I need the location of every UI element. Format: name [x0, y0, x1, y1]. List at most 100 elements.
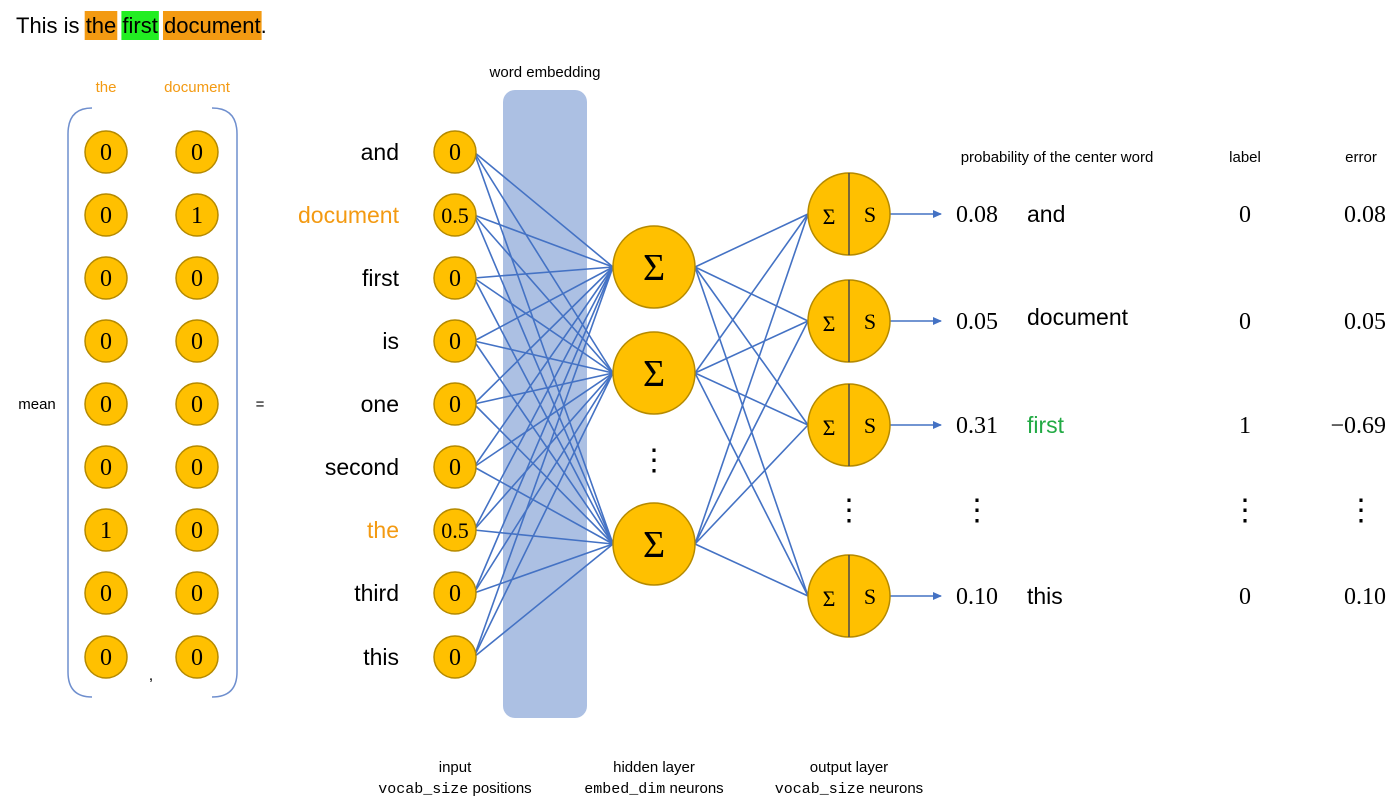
hidden-output-edge: [694, 213, 809, 268]
input-caption-line1: input: [439, 759, 472, 776]
matrix-cell: [175, 130, 219, 174]
output-error: −0.69: [1330, 413, 1386, 439]
output-caption: output layer vocab_size neurons: [775, 759, 923, 798]
vocab-word: this: [363, 644, 399, 670]
matrix-left-bracket: [67, 107, 93, 698]
label-ellipsis: ⋮: [1230, 494, 1260, 527]
input-node-value: 0.5: [441, 518, 469, 543]
hidden-ellipsis: ⋮: [639, 444, 669, 477]
input-hidden-edge: [473, 277, 614, 545]
matrix-cell-value: 0: [191, 329, 203, 355]
matrix-cell-value: 0: [100, 203, 112, 229]
matrix-cell-value: 0: [100, 329, 112, 355]
hidden-output-edges: [694, 213, 809, 597]
hidden-node-symbol: Σ: [643, 524, 665, 566]
matrix-cell-value: 0: [100, 455, 112, 481]
matrix-cell: [84, 256, 128, 300]
hidden-output-edge: [694, 543, 809, 597]
output-error: 0.10: [1344, 584, 1386, 610]
output-node-sum: Σ: [823, 311, 836, 336]
input-hidden-edge: [473, 214, 614, 545]
input-hidden-edge: [473, 529, 614, 545]
sentence-part: document: [164, 13, 261, 38]
input-hidden-edge: [473, 266, 614, 468]
output-probability: 0.31: [956, 413, 998, 439]
matrix-cell: [84, 130, 128, 174]
matrix-cell-value: 1: [191, 203, 203, 229]
hidden-node: [612, 502, 696, 586]
mean-label: mean: [18, 396, 56, 413]
matrix-cell-value: 0: [191, 518, 203, 544]
matrix-right-bracket: [211, 107, 238, 698]
input-node-value: 0: [449, 645, 461, 671]
error-ellipsis: ⋮: [1346, 494, 1376, 527]
input-hidden-edge: [473, 151, 614, 268]
matrix-comma: ,: [149, 667, 153, 684]
hidden-node: [612, 225, 696, 309]
input-hidden-edge: [473, 543, 614, 658]
output-label: 0: [1239, 202, 1251, 228]
vocab-word: first: [362, 265, 400, 291]
vocab-word: the: [367, 517, 399, 543]
output-label: 0: [1239, 584, 1251, 610]
hidden-caption-line1: hidden layer: [613, 759, 695, 776]
hidden-node-symbol: Σ: [643, 247, 665, 289]
input-node: [433, 508, 477, 552]
matrix-cell: [175, 571, 219, 615]
output-ellipsis: ⋮: [834, 494, 864, 527]
matrix-cell: [84, 571, 128, 615]
output-word: first: [1027, 412, 1065, 438]
matrix-cell-value: 0: [191, 266, 203, 292]
output-word: this: [1027, 583, 1063, 609]
input-hidden-edge: [473, 340, 614, 545]
output-node-softmax: S: [864, 202, 876, 227]
hidden-output-edge: [694, 320, 809, 545]
sentence-part: .: [261, 13, 267, 38]
input-hidden-edge: [473, 372, 614, 405]
input-caption-rest: positions: [468, 780, 531, 797]
hidden-output-edge: [694, 424, 809, 545]
probability-header: probability of the center word: [961, 149, 1154, 166]
hidden-output-edge: [694, 372, 809, 426]
output-node-softmax: S: [864, 309, 876, 334]
input-hidden-edge: [473, 266, 614, 405]
input-node-value: 0: [449, 140, 461, 166]
equals-sign: =: [256, 396, 265, 413]
input-hidden-edge: [473, 214, 614, 268]
input-hidden-edge: [473, 372, 614, 594]
output-node-sum: Σ: [823, 204, 836, 229]
example-sentence: This is the first document.: [16, 11, 267, 40]
input-hidden-edge: [473, 266, 614, 658]
output-word: and: [1027, 201, 1065, 227]
output-arrows: [890, 210, 942, 600]
hidden-output-edge: [694, 266, 809, 426]
hidden-output-edge: [694, 213, 809, 545]
output-caption-code: vocab_size: [775, 781, 865, 798]
sentence-part: first: [122, 13, 157, 38]
input-hidden-edge: [473, 372, 614, 468]
input-node: [433, 635, 477, 679]
output-caption-rest: neurons: [865, 780, 923, 797]
vocab-word: third: [354, 580, 399, 606]
input-node: [433, 571, 477, 615]
input-node-value: 0: [449, 455, 461, 481]
input-node-value: 0: [449, 392, 461, 418]
input-caption-code: vocab_size: [378, 781, 468, 798]
vocab-word: and: [361, 139, 399, 165]
vocab-word: is: [382, 328, 399, 354]
matrix-cell: [84, 508, 128, 552]
vocab-word: second: [325, 454, 399, 480]
input-node-value: 0: [449, 266, 461, 292]
input-hidden-edge: [473, 543, 614, 594]
embedding-label: word embedding: [489, 64, 601, 81]
matrix-cell-value: 0: [191, 581, 203, 607]
matrix-cell-value: 0: [100, 645, 112, 671]
input-hidden-edge: [473, 372, 614, 658]
input-caption: input vocab_size positions: [378, 759, 531, 798]
matrix-cell-value: 0: [191, 645, 203, 671]
